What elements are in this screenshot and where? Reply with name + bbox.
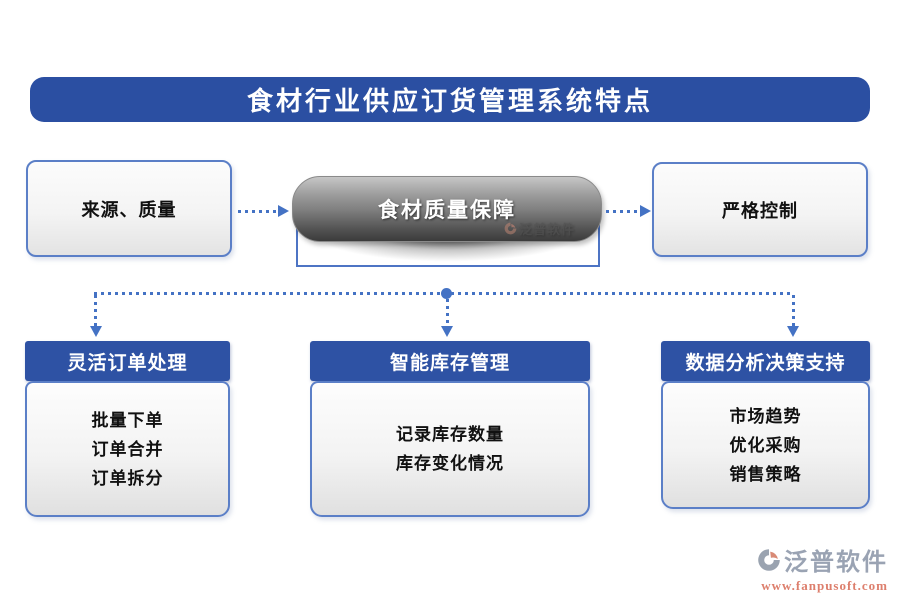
flow-box-source-quality-label: 来源、质量: [81, 199, 177, 220]
list-item: 库存变化情况: [396, 454, 504, 473]
dotted-arrow-left-line: [238, 210, 278, 213]
vendor-website: www.fanpusoft.com: [761, 578, 888, 593]
flow-box-strict-control-label: 严格控制: [722, 200, 798, 221]
connector-vertical-center: [446, 299, 449, 326]
flow-box-quality-assurance: 食材质量保障 泛普软件: [292, 176, 602, 242]
arrowhead-down-right-icon: [787, 326, 799, 337]
list-item: 销售策略: [729, 464, 802, 484]
watermark-text: 泛普软件: [518, 222, 575, 237]
page-title: 食材行业供应订货管理系统特点: [30, 77, 870, 122]
reflection-shadow: [298, 240, 598, 265]
list-item: 批量下单: [91, 410, 164, 430]
feature-column-body: 市场趋势 优化采购 销售策略: [661, 381, 870, 509]
feature-column-body: 批量下单 订单合并 订单拆分: [25, 381, 230, 517]
feature-column-header: 数据分析决策支持: [661, 341, 870, 381]
arrowhead-down-center-icon: [441, 326, 453, 337]
vendor-brand-name: 泛普软件: [784, 550, 888, 576]
list-item: 订单合并: [91, 439, 164, 459]
list-item: 订单拆分: [91, 468, 164, 488]
fanpu-logo-icon: [758, 548, 780, 571]
arrowhead-down-left-icon: [90, 326, 102, 337]
feature-column-body: 记录库存数量 库存变化情况: [310, 381, 590, 517]
flow-box-quality-assurance-label: 食材质量保障: [378, 198, 516, 222]
arrowhead-right-left-icon: [278, 205, 289, 217]
vendor-logo: 泛普软件 www.fanpusoft.com: [757, 542, 888, 594]
list-item: 市场趋势: [729, 406, 802, 426]
connector-vertical-left: [94, 295, 97, 326]
feature-column-order-processing: 灵活订单处理 批量下单 订单合并 订单拆分: [25, 341, 230, 517]
connector-vertical-right: [792, 295, 795, 326]
watermark: 泛普软件: [504, 219, 575, 238]
feature-column-header: 灵活订单处理: [25, 341, 230, 381]
feature-column-analytics: 数据分析决策支持 市场趋势 优化采购 销售策略: [661, 341, 870, 509]
arrowhead-right-right-icon: [640, 205, 651, 217]
dotted-arrow-right-line: [606, 210, 640, 213]
list-item: 优化采购: [729, 435, 802, 455]
list-item: 记录库存数量: [396, 425, 504, 444]
fanpu-logo-icon: [504, 222, 517, 235]
flow-box-strict-control: 严格控制: [652, 162, 868, 257]
feature-column-header: 智能库存管理: [310, 341, 590, 381]
flow-box-source-quality: 来源、质量: [26, 160, 232, 257]
connector-node-dot: [441, 288, 452, 299]
feature-column-inventory: 智能库存管理 记录库存数量 库存变化情况: [310, 341, 590, 517]
